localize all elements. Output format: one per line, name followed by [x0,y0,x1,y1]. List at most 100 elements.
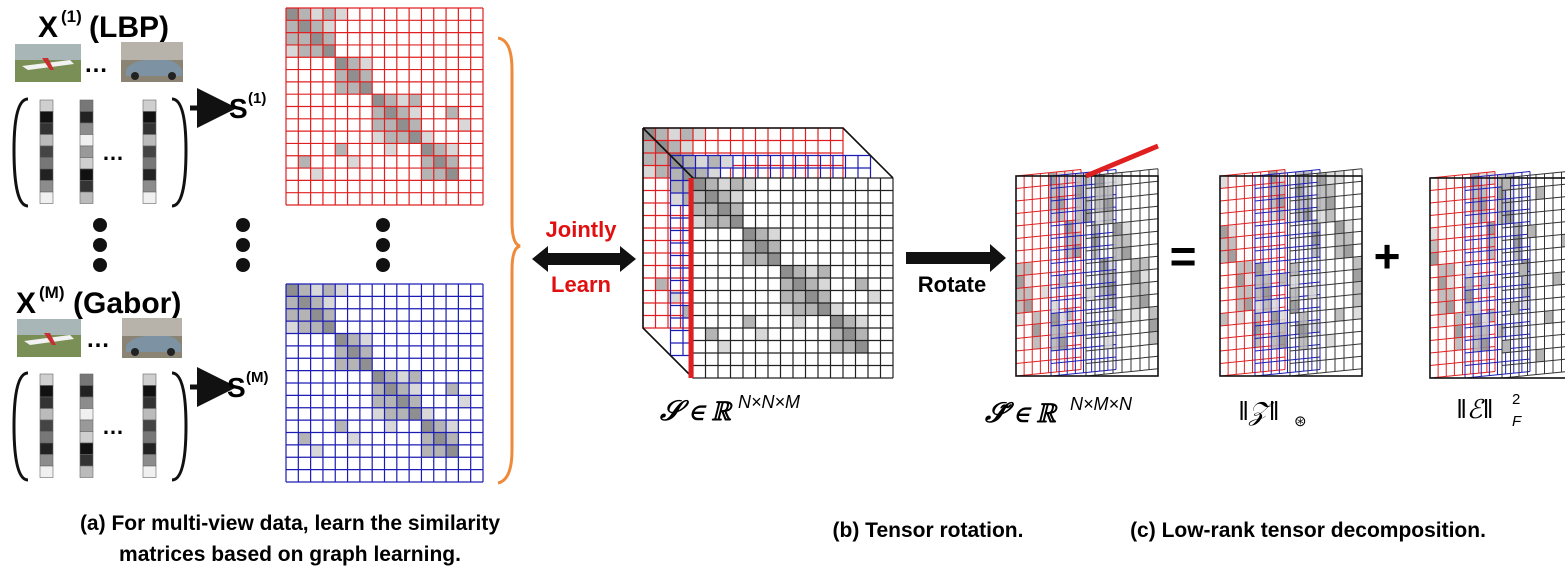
slab-cell [1122,234,1131,248]
matrix-cell [843,340,856,353]
slab-cell [1104,199,1113,212]
slab-grid-line [1050,269,1117,277]
panel-c-caption: (c) Low-rank tensor decomposition. [1130,519,1486,542]
slab-cell [1255,276,1264,289]
slab-cell [1454,325,1463,339]
feature-vector [39,157,54,170]
matrix-cell [830,303,843,316]
feature-vector [142,180,157,193]
matrix-cell [310,8,323,21]
matrix-cell [433,168,447,181]
viewM-sim-name: S [227,372,246,403]
matrix-cell [421,407,434,421]
slab-cell [1335,171,1344,184]
slab-cell [1140,295,1149,309]
slab-cell [1083,172,1092,186]
slab-cell [1353,257,1362,270]
curly-brace [497,36,521,485]
slab-grid-line [1050,281,1117,289]
slab-cell [1311,232,1320,246]
slab-cell [1271,336,1280,350]
matrix-cell [670,168,683,181]
matrix-cell [335,81,348,95]
matrix-cell [780,290,793,303]
slab-grid-line [1015,269,1082,277]
slab-cell [1059,337,1068,351]
matrix-cell [743,178,756,191]
slab-cell [1505,186,1514,199]
slab-cell [1064,233,1073,247]
slab-cell [1279,311,1288,324]
matrix-cell [372,395,385,408]
slab-grid-line [1289,368,1363,377]
slab-grid-line [1289,355,1363,364]
slab-cell [1505,211,1514,224]
slab-grid-line [1429,196,1496,204]
slab-grid-line [1289,293,1363,302]
matrix-cell [805,303,818,316]
matrix-cell [322,20,336,33]
slab-grid-line [1015,256,1082,264]
tensor-cube [642,127,894,379]
matrix-cell [743,315,756,328]
slab-cell [1430,228,1439,241]
slab-cell [1056,171,1065,185]
error-cell [1519,263,1528,277]
slab-cell [1228,225,1237,238]
slab-grid-line [1289,205,1363,214]
view1-vector-ellipsis: … [102,140,124,165]
slab-cell [1470,198,1479,212]
slab-cell [1059,312,1068,326]
slab-grid-line [1085,330,1159,339]
slab-cell [1279,336,1288,349]
slab-grid-line [1254,369,1321,377]
slab-cell [1252,322,1261,336]
slab-cell [1311,245,1320,258]
error-grid-line [1501,196,1565,204]
matrix-cell [768,240,781,253]
matrix-cell [409,94,422,107]
feature-vector [79,419,94,432]
matrix-cell [409,383,422,396]
slab-grid-line [1254,194,1321,202]
matrix-cell [705,328,718,341]
slab-cell [1308,286,1317,300]
slab-cell [1075,323,1084,337]
matrix-cell [310,296,323,309]
slab-cell [1263,300,1272,313]
feature-vector [39,454,54,467]
viewM-ellipsis: … [86,326,110,353]
error-tensor [1429,171,1565,379]
matrix-cell [384,143,397,156]
slab-cell [1104,174,1113,187]
slab-grid-line [1429,171,1496,179]
slab-cell [1335,221,1344,234]
viewM-sup: (M) [39,283,64,302]
low-rank-tensor [1219,168,1363,377]
error-grid-line [1501,183,1565,191]
rotated-highlight-row [1085,143,1159,179]
slab-grid-line [1254,356,1321,364]
slab-cell [1113,248,1122,261]
slab-cell [1344,220,1353,234]
matrix-cell [359,81,373,95]
slab-grid-line [1219,194,1286,202]
slab-cell [1016,276,1025,289]
tensor-dims: N×N×M [738,392,800,412]
slab-grid-line [1050,231,1117,239]
slab-grid-line [1289,218,1363,227]
slab-cell [1236,299,1245,312]
error-grid-line [1501,271,1565,279]
panel-a-caption-line2: matrices based on graph learning. [119,543,461,566]
matrix-cell [655,278,668,291]
view1-sim-sup: (1) [248,90,266,107]
feature-vector [142,191,157,204]
matrix-cell [868,290,881,303]
slab-grid-line [1085,255,1159,264]
slab-grid-line [1289,180,1363,189]
matrix-cell [298,432,311,445]
feature-vector [79,442,94,455]
slab-cell [1244,286,1253,299]
slab-grid-line [1085,343,1159,352]
slab-cell [1252,310,1261,323]
